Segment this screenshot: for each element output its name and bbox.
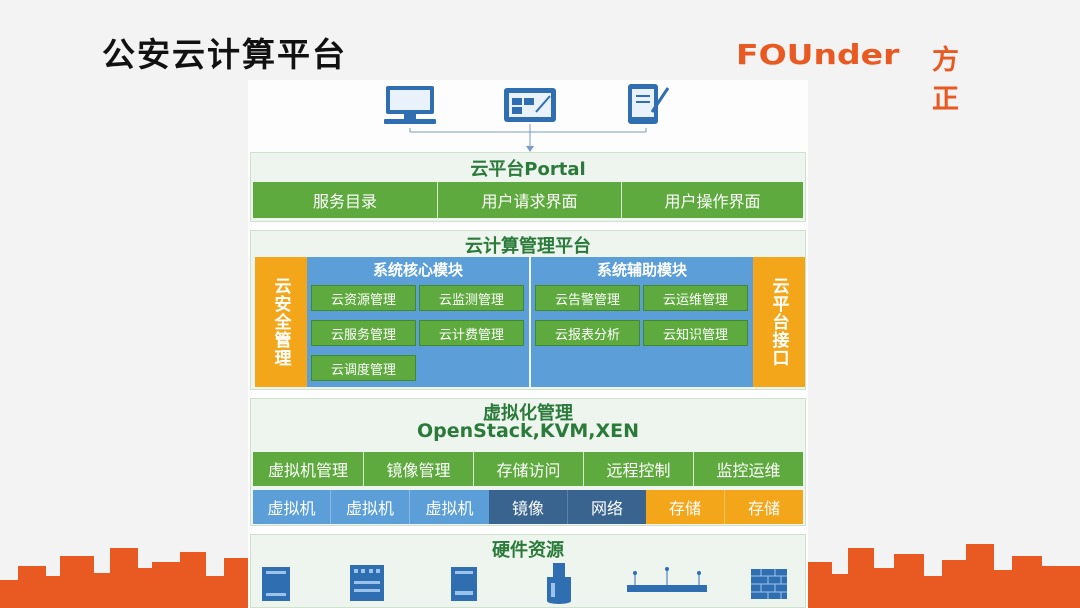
virtualization-subtitle: OpenStack,KVM,XEN	[417, 420, 639, 442]
portal-item[interactable]: 服务目录	[312, 192, 377, 211]
virtualization-function[interactable]: 远程控制	[583, 452, 693, 486]
aux-module-item[interactable]: 云告警管理	[535, 285, 640, 311]
dashboard-icon	[504, 88, 556, 122]
core-module-item[interactable]: 云调度管理	[311, 355, 416, 381]
skyline-decoration	[0, 544, 1080, 608]
aux-module-title: 系统辅助模块	[596, 261, 687, 279]
core-module-item[interactable]: 云服务管理	[311, 320, 416, 346]
tablet-icon	[628, 84, 670, 124]
virtual-resource-vm[interactable]: 虚拟机	[410, 490, 489, 524]
virtualization-function[interactable]: 监控运维	[693, 452, 803, 486]
firewall-icon	[751, 569, 787, 599]
virtual-resource-storage[interactable]: 存储	[646, 490, 725, 524]
portal-bar: 服务目录 用户请求界面 用户操作界面	[253, 182, 803, 218]
client-devices	[248, 80, 808, 152]
logo-cn: 方正	[932, 45, 959, 115]
server-icon	[262, 567, 290, 601]
virtualization-function-bar: 虚拟机管理 镜像管理 存储访问 远程控制 监控运维	[253, 452, 803, 486]
aux-module-item[interactable]: 云报表分析	[535, 320, 640, 346]
core-module-item[interactable]: 云资源管理	[311, 285, 416, 311]
virtualization-layer: 虚拟化管理 OpenStack,KVM,XEN 虚拟机管理 镜像管理 存储访问 …	[250, 398, 806, 526]
network-switch-icon	[627, 567, 707, 592]
virtualization-function[interactable]: 镜像管理	[363, 452, 473, 486]
core-module-item[interactable]: 云计费管理	[419, 320, 524, 346]
virtual-resource-image[interactable]: 镜像	[489, 490, 568, 524]
slide-title: 公安云计算平台	[102, 35, 347, 74]
portal-layer: 云平台Portal 服务目录 用户请求界面 用户操作界面	[250, 152, 806, 222]
portal-title: 云平台Portal	[470, 159, 586, 180]
management-title: 云计算管理平台	[465, 236, 591, 257]
virtual-resource-vm[interactable]: 虚拟机	[253, 490, 331, 524]
core-module-item[interactable]: 云监测管理	[419, 285, 524, 311]
virtualization-title: 虚拟化管理	[483, 403, 573, 424]
aux-module-item[interactable]: 云知识管理	[643, 320, 748, 346]
virtual-resource-bar: 虚拟机 虚拟机 虚拟机 镜像 网络 存储 存储	[253, 490, 803, 524]
logo-latin: FOUnder	[736, 37, 900, 71]
hardware-title: 硬件资源	[492, 540, 564, 561]
core-module: 系统核心模块 云资源管理 云监测管理 云服务管理 云计费管理 云调度管理	[307, 257, 529, 387]
core-module-title: 系统核心模块	[372, 261, 463, 279]
rack-icon	[350, 565, 384, 601]
platform-interface[interactable]: 云平台接口	[753, 257, 805, 387]
portal-item[interactable]: 用户请求界面	[437, 182, 621, 218]
hardware-layer: 硬件资源	[250, 534, 806, 608]
aux-module-item[interactable]: 云运维管理	[643, 285, 748, 311]
founder-logo: FOUnder 方正	[736, 38, 959, 116]
portal-item[interactable]: 用户操作界面	[621, 182, 803, 218]
virtual-resource-network[interactable]: 网络	[568, 490, 646, 524]
connector-lines	[409, 124, 647, 152]
virtualization-function[interactable]: 存储访问	[473, 452, 583, 486]
monitor-icon	[384, 86, 436, 124]
architecture-diagram: 云平台Portal 服务目录 用户请求界面 用户操作界面 云计算管理平台 云安全…	[248, 80, 808, 608]
virtual-resource-storage[interactable]: 存储	[725, 490, 803, 524]
virtual-resource-vm[interactable]: 虚拟机	[331, 490, 410, 524]
storage-cylinder-icon	[547, 563, 571, 604]
virtualization-function[interactable]: 虚拟机管理	[267, 461, 348, 480]
management-layer: 云计算管理平台 云安全管理 系统核心模块 云资源管理 云监测管理 云服务管理 云…	[250, 230, 806, 390]
tower-server-icon	[451, 567, 477, 601]
aux-module: 系统辅助模块 云告警管理 云运维管理 云报表分析 云知识管理	[531, 257, 753, 387]
security-management[interactable]: 云安全管理	[255, 257, 307, 387]
